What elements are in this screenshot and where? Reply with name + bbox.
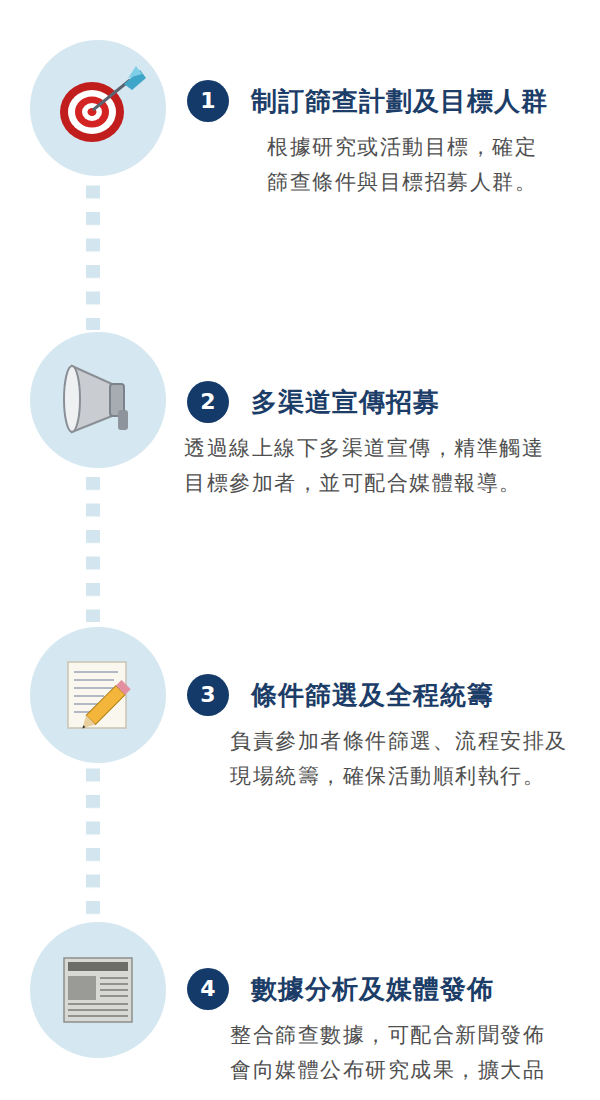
- step-description: 負責參加者條件篩選、流程安排及現場統籌，確保活動順利執行。: [230, 724, 582, 794]
- step-description: 整合篩查數據，可配合新聞發佈會向媒體公布研究成果，擴大品: [230, 1018, 560, 1088]
- dotted-line: [86, 472, 100, 622]
- icon-circle: [30, 332, 166, 468]
- paper-pencil-icon: [68, 662, 131, 733]
- step-heading: 制訂篩查計劃及目標人群: [251, 80, 548, 122]
- timeline-step: 4 數據分析及媒體發佈整合篩查數據，可配合新聞發佈會向媒體公布研究成果，擴大品: [187, 968, 560, 1088]
- step-heading: 多渠道宣傳招募: [251, 381, 440, 423]
- target-icon: [60, 66, 146, 142]
- timeline-step: 1 制訂篩查計劃及目標人群根據研究或活動目標，確定篩查條件與目標招募人群。: [187, 80, 559, 200]
- step-heading: 條件篩選及全程統籌: [251, 674, 494, 716]
- timeline-step: 2 多渠道宣傳招募透過線上線下多渠道宣傳，精準觸達目標參加者，並可配合媒體報導。: [187, 381, 559, 501]
- step-number: 3: [187, 674, 229, 716]
- megaphone-icon: [64, 366, 128, 432]
- step-heading: 數據分析及媒體發佈: [251, 968, 494, 1010]
- step-description: 透過線上線下多渠道宣傳，精準觸達目標參加者，並可配合媒體報導。: [184, 431, 559, 501]
- dotted-line: [86, 766, 100, 916]
- timeline-step: 3 條件篩選及全程統籌負責參加者條件篩選、流程安排及現場統籌，確保活動順利執行。: [187, 674, 582, 794]
- icon-circle: [30, 922, 166, 1058]
- step-number: 1: [187, 80, 229, 122]
- step-number: 4: [187, 968, 229, 1010]
- step-description: 根據研究或活動目標，確定篩查條件與目標招募人群。: [267, 130, 559, 200]
- step-number: 2: [187, 381, 229, 423]
- dotted-line: [86, 180, 100, 330]
- icon-circle: [30, 40, 166, 176]
- icon-circle: [30, 627, 166, 763]
- newspaper-icon: [64, 958, 132, 1022]
